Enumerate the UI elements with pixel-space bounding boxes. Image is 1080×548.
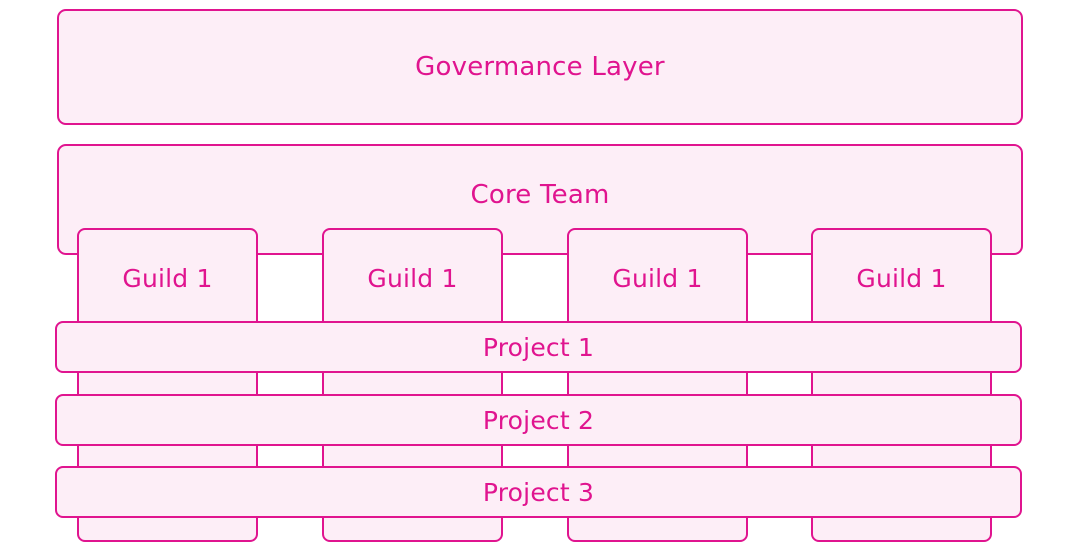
core-team-label: Core Team — [470, 180, 610, 210]
governance-layer-label: Govermance Layer — [415, 52, 665, 82]
project-label: Project 3 — [482, 477, 595, 507]
guild-label: Guild 1 — [122, 264, 213, 293]
project-label: Project 1 — [482, 332, 595, 362]
project-row-3: Project 3 — [55, 466, 1022, 518]
project-label: Project 2 — [482, 405, 595, 435]
governance-layer-box: Govermance Layer — [57, 9, 1023, 125]
guild-label: Guild 1 — [367, 264, 458, 293]
project-row-1: Project 1 — [55, 321, 1022, 373]
project-row-2: Project 2 — [55, 394, 1022, 446]
guild-label: Guild 1 — [856, 264, 947, 293]
guild-label: Guild 1 — [612, 264, 703, 293]
